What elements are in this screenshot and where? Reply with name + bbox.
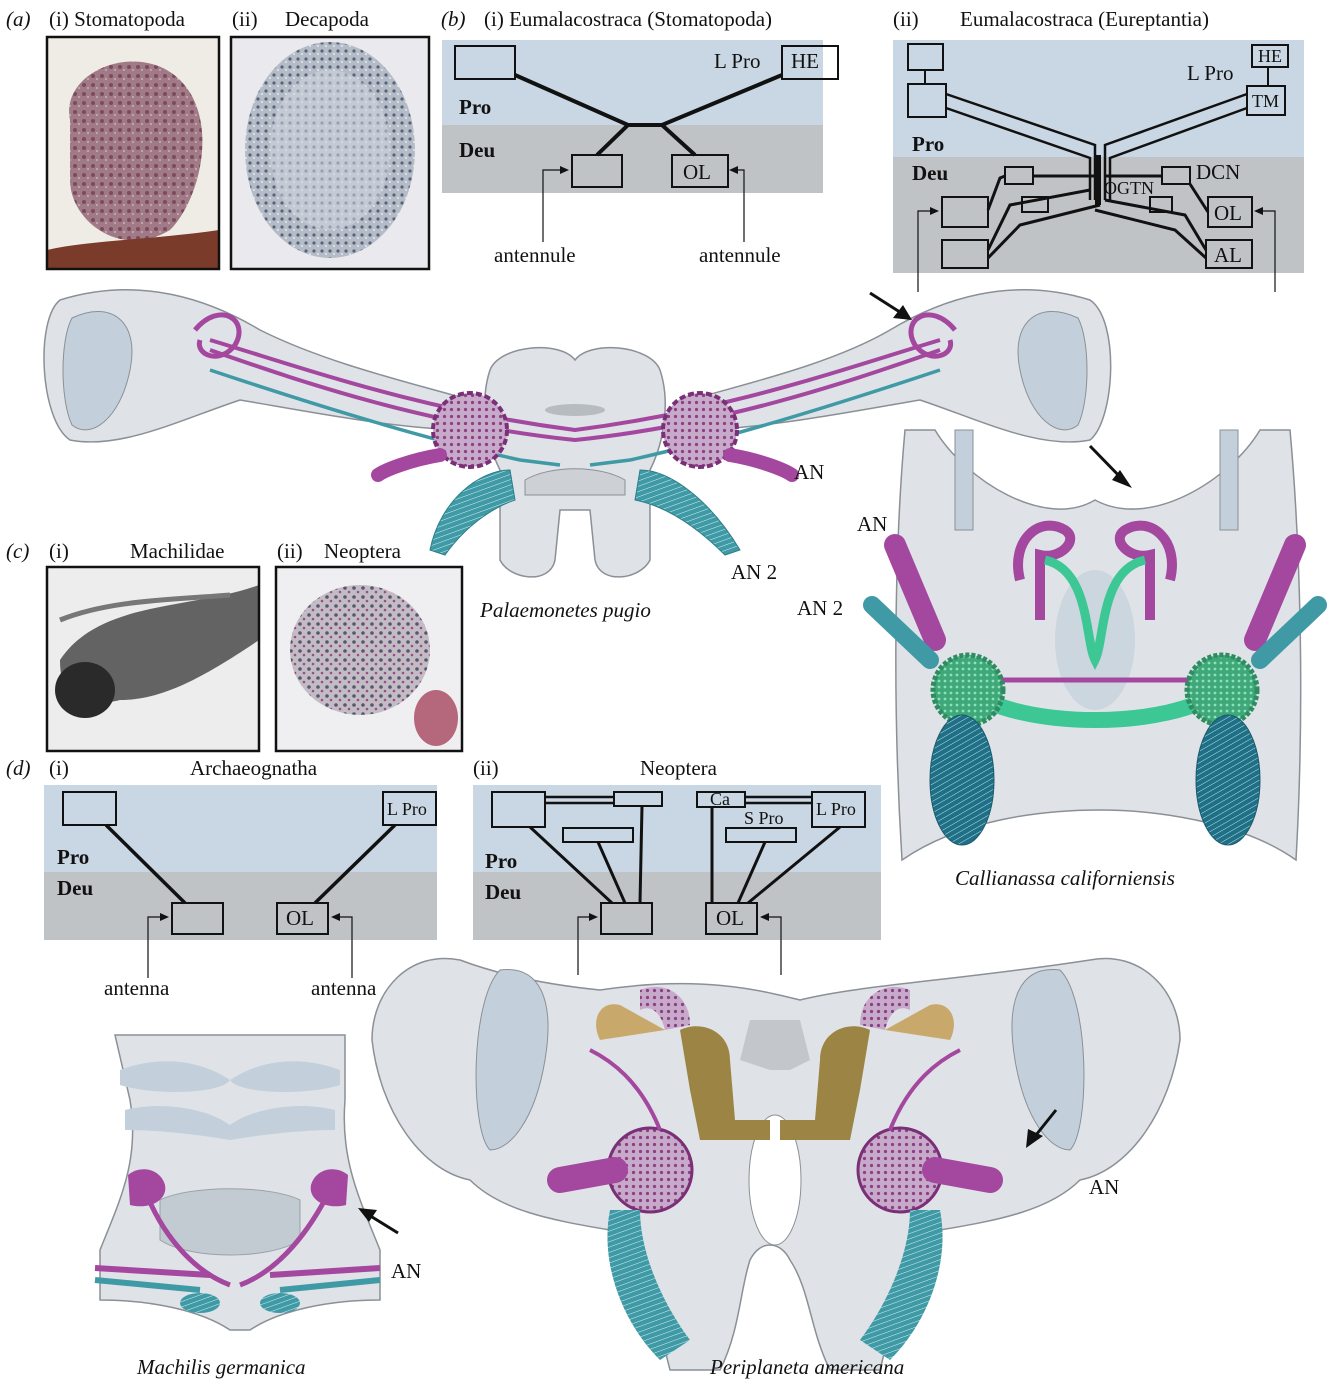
- d-ii-ca: Ca: [710, 790, 730, 808]
- b-i-ol: OL: [683, 162, 711, 183]
- panel-b-i-label: (i) Eumalacostraca (Stomatopoda): [484, 9, 772, 30]
- b-i-he: HE: [791, 51, 819, 72]
- panel-d-ii-name: Neoptera: [640, 758, 717, 779]
- machilis-an: AN: [391, 1261, 421, 1282]
- d-i-ol: OL: [286, 908, 314, 929]
- panel-d-i-name: Archaeognatha: [190, 758, 317, 779]
- schematic-b-ii: [893, 40, 1304, 292]
- photo-neoptera: [276, 567, 462, 751]
- panel-d-ii-num: (ii): [473, 758, 499, 779]
- b-ii-ol: OL: [1214, 203, 1242, 224]
- schematic-b-i: [442, 40, 838, 242]
- d-ii-ol: OL: [716, 908, 744, 929]
- palaemonetes-species: Palaemonetes pugio: [480, 600, 651, 621]
- d-i-antenna-right: antenna: [311, 978, 376, 999]
- photo-machilidae: [47, 567, 259, 751]
- d-ii-deu: Deu: [485, 882, 521, 903]
- panel-a-ii-label: (ii): [232, 9, 258, 30]
- brain-periplaneta: [372, 958, 1180, 1370]
- photo-decapoda: [231, 37, 429, 269]
- brain-callianassa: [872, 430, 1318, 860]
- schematic-d-i: [44, 785, 437, 978]
- panel-b-letter: (b): [441, 9, 466, 30]
- periplaneta-species: Periplaneta americana: [710, 1357, 904, 1378]
- palaemonetes-an2: AN 2: [731, 562, 777, 583]
- d-ii-pro: Pro: [485, 851, 517, 872]
- b-ii-tm: TM: [1252, 92, 1279, 110]
- b-i-pro: Pro: [459, 97, 491, 118]
- panel-c-i-num: (i): [49, 541, 69, 562]
- arrow-palaemonetes: [870, 293, 912, 320]
- panel-b-ii-num: (ii): [893, 9, 919, 30]
- d-i-pro: Pro: [57, 847, 89, 868]
- periplaneta-an: AN: [1089, 1177, 1119, 1198]
- panel-c-letter: (c): [6, 541, 29, 562]
- panel-b-ii-label: Eumalacostraca (Eureptantia): [960, 9, 1209, 30]
- panel-c-ii-name: Neoptera: [324, 541, 401, 562]
- b-i-deu: Deu: [459, 140, 495, 161]
- b-i-antennule-right: antennule: [699, 245, 781, 266]
- machilis-species: Machilis germanica: [137, 1357, 306, 1378]
- panel-a-ii-name: Decapoda: [285, 9, 369, 30]
- panel-c-i-name: Machilidae: [130, 541, 224, 562]
- d-ii-spro: S Pro: [744, 809, 784, 827]
- panel-a-i-label: (i) Stomatopoda: [49, 9, 185, 30]
- b-ii-al: AL: [1214, 245, 1242, 266]
- panel-d-i-num: (i): [49, 758, 69, 779]
- photo-stomatopoda: [47, 37, 219, 269]
- b-ii-pro: Pro: [912, 134, 944, 155]
- b-i-antennule-left: antennule: [494, 245, 576, 266]
- b-ii-he: HE: [1258, 47, 1282, 65]
- d-i-deu: Deu: [57, 878, 93, 899]
- panel-a-letter: (a): [6, 9, 31, 30]
- b-ii-dcn: DCN: [1196, 162, 1240, 183]
- callianassa-an: AN: [857, 514, 887, 535]
- b-i-lpro: L Pro: [714, 51, 760, 72]
- callianassa-species: Callianassa californiensis: [955, 868, 1175, 889]
- panel-c-ii-num: (ii): [277, 541, 303, 562]
- callianassa-an2: AN 2: [797, 598, 843, 619]
- d-i-lpro: L Pro: [387, 800, 427, 818]
- d-ii-lpro: L Pro: [816, 800, 856, 818]
- b-ii-ogtn: OGTN: [1104, 179, 1154, 197]
- b-ii-deu: Deu: [912, 163, 948, 184]
- b-ii-lpro: L Pro: [1187, 63, 1233, 84]
- d-i-antenna-left: antenna: [104, 978, 169, 999]
- panel-d-letter: (d): [6, 758, 31, 779]
- brain-machilis: [95, 1035, 398, 1330]
- palaemonetes-an: AN: [794, 462, 824, 483]
